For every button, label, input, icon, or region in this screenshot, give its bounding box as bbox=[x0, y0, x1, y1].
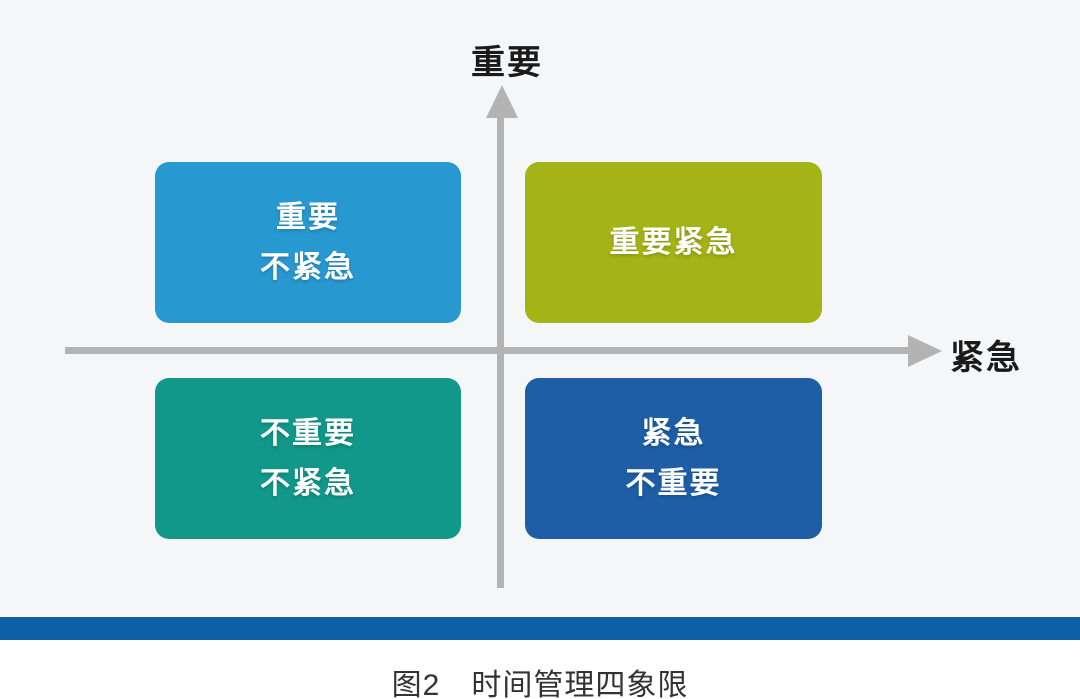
x-axis-label: 紧急 bbox=[950, 339, 1022, 377]
quadrant-label-line1: 不重要 bbox=[260, 416, 356, 450]
right-arrow-icon bbox=[908, 335, 942, 367]
quadrant-important-not-urgent: 重要 不紧急 bbox=[155, 162, 461, 323]
quadrant-label-line2: 不紧急 bbox=[260, 250, 356, 284]
figure-caption: 图2 时间管理四象限 bbox=[391, 669, 689, 699]
quadrant-important-urgent: 重要紧急 bbox=[525, 162, 822, 323]
up-arrow-icon bbox=[486, 85, 518, 118]
quadrant-label-line1: 紧急 bbox=[641, 416, 706, 450]
caption-area bbox=[0, 640, 1080, 699]
quadrant-not-important-not-urgent: 不重要 不紧急 bbox=[155, 378, 461, 539]
bottom-divider-bar bbox=[0, 617, 1080, 640]
y-axis-label: 重要 bbox=[471, 44, 543, 82]
quadrant-label-line1: 重要紧急 bbox=[609, 225, 738, 259]
quadrant-label-line2: 不紧急 bbox=[260, 466, 356, 500]
quadrant-label-line1: 重要 bbox=[276, 200, 340, 234]
quadrant-urgent-not-important: 紧急 不重要 bbox=[525, 378, 822, 539]
x-axis-line bbox=[65, 347, 910, 354]
quadrant-label-line2: 不重要 bbox=[625, 466, 722, 500]
